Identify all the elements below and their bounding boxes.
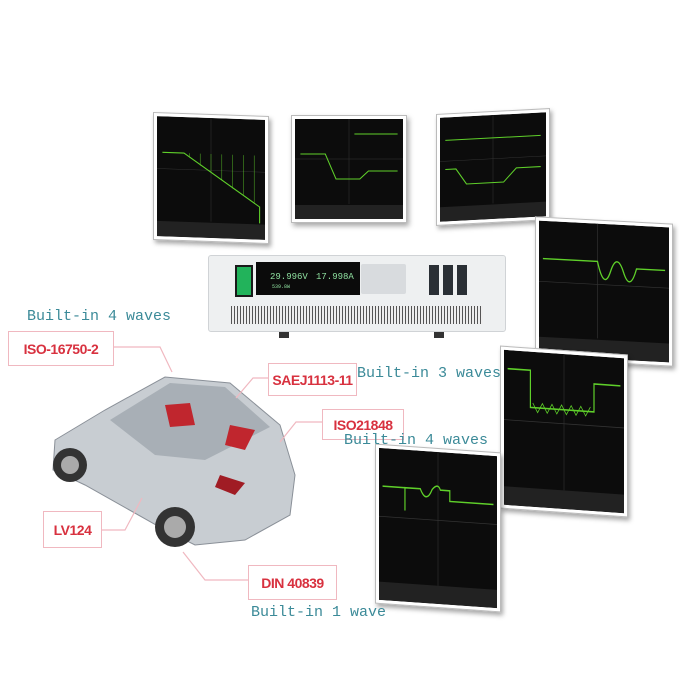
voltage-readout: 29.996V xyxy=(270,272,308,282)
standard-label-din-40839: DIN 40839 xyxy=(248,565,337,600)
display-panel: 29.996V 17.998A 539.8W xyxy=(256,262,360,295)
power-supply-device: 29.996V 17.998A 539.8W xyxy=(208,255,506,338)
current-readout: 17.998A xyxy=(316,272,354,282)
standard-label-iso-16750-2: ISO-16750-2 xyxy=(8,331,114,366)
standard-label-lv124: LV124 xyxy=(43,511,102,548)
power-switch xyxy=(235,265,253,297)
knob-panel[interactable] xyxy=(361,264,406,294)
keypad[interactable] xyxy=(429,265,469,295)
waveform-screen-2 xyxy=(291,115,407,223)
waveform-screen-5 xyxy=(500,345,628,518)
car-illustration xyxy=(52,376,296,547)
caption-built-in-4-waves-left: Built-in 4 waves xyxy=(27,308,172,325)
caption-built-in-4-waves-right: Built-in 4 waves xyxy=(344,432,489,449)
standard-label-iso21848: ISO21848 xyxy=(322,409,404,440)
waveform-screen-1 xyxy=(153,111,269,245)
caption-built-in-1-wave: Built-in 1 wave xyxy=(251,604,387,621)
power-readout: 539.8W xyxy=(272,284,291,290)
standard-label-saej1113-11: SAEJ1113-11 xyxy=(268,363,357,396)
waveform-screen-6 xyxy=(375,443,501,613)
vent-grille xyxy=(231,306,483,324)
caption-built-in-3-waves: Built-in 3 waves xyxy=(357,365,502,382)
waveform-screen-3 xyxy=(436,108,550,226)
